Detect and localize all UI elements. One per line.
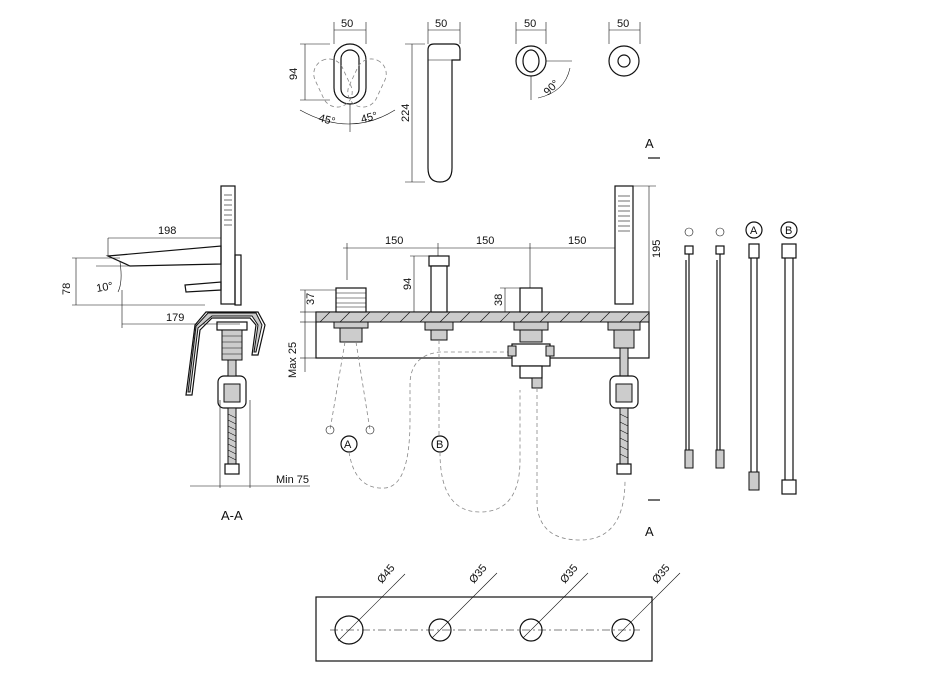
dim-h94: 94: [402, 278, 414, 290]
dim-a1: 45°: [317, 112, 336, 128]
hole-label-1: Ø45: [375, 562, 398, 586]
hole-label-4: Ø35: [650, 562, 673, 586]
dim-h195: 195: [651, 240, 663, 258]
marker-section-top: A: [645, 136, 654, 151]
hose-label-a: A: [750, 225, 758, 237]
hoses: A B: [684, 221, 798, 495]
dim-height: 78: [61, 283, 73, 295]
dim-reach: 198: [158, 225, 176, 237]
marker-hose-b: B: [436, 439, 443, 451]
view-handle-rotation: 50 94 45° 45°: [288, 18, 396, 132]
dim-a3: 90°: [542, 78, 562, 98]
hole-template: Ø45 Ø35 Ø35 Ø35: [315, 562, 681, 662]
dim-w1: 50: [341, 18, 353, 30]
section-caption: A-A: [221, 508, 243, 523]
dim-s2: 150: [476, 235, 494, 247]
dim-w3: 50: [524, 18, 536, 30]
dim-h37: 37: [305, 293, 317, 305]
dim-h2: 224: [400, 104, 412, 122]
hole-label-2: Ø35: [467, 562, 490, 586]
dim-w2: 50: [435, 18, 447, 30]
dim-s3: 150: [568, 235, 586, 247]
hole-1: Ø45: [334, 562, 406, 645]
view-handshower-holder: 50: [608, 18, 641, 77]
dim-a2: 45°: [360, 110, 379, 126]
section-aa: 198 78 10° 179: [61, 185, 310, 523]
hose-label-b: B: [785, 225, 792, 237]
view-diverter: 50 90°: [515, 18, 572, 100]
dim-h1: 94: [288, 68, 300, 80]
dim-depth: 179: [166, 312, 184, 324]
hole-2: Ø35: [428, 562, 498, 642]
marker-section-bottom: A: [645, 524, 654, 539]
hole-3: Ø35: [519, 562, 589, 642]
front-view: 150 150 150 37 Max 25: [287, 136, 663, 541]
marker-hose-a: A: [344, 439, 352, 451]
view-spout-side: 50 224: [400, 18, 461, 183]
dim-s1: 150: [385, 235, 403, 247]
dim-max: Max 25: [287, 342, 299, 378]
dim-h38: 38: [493, 294, 505, 306]
dim-min: Min 75: [276, 474, 309, 486]
hole-label-3: Ø35: [558, 562, 581, 586]
dim-angle: 10°: [95, 280, 113, 295]
hole-4: Ø35: [611, 562, 681, 642]
dim-w4: 50: [617, 18, 629, 30]
